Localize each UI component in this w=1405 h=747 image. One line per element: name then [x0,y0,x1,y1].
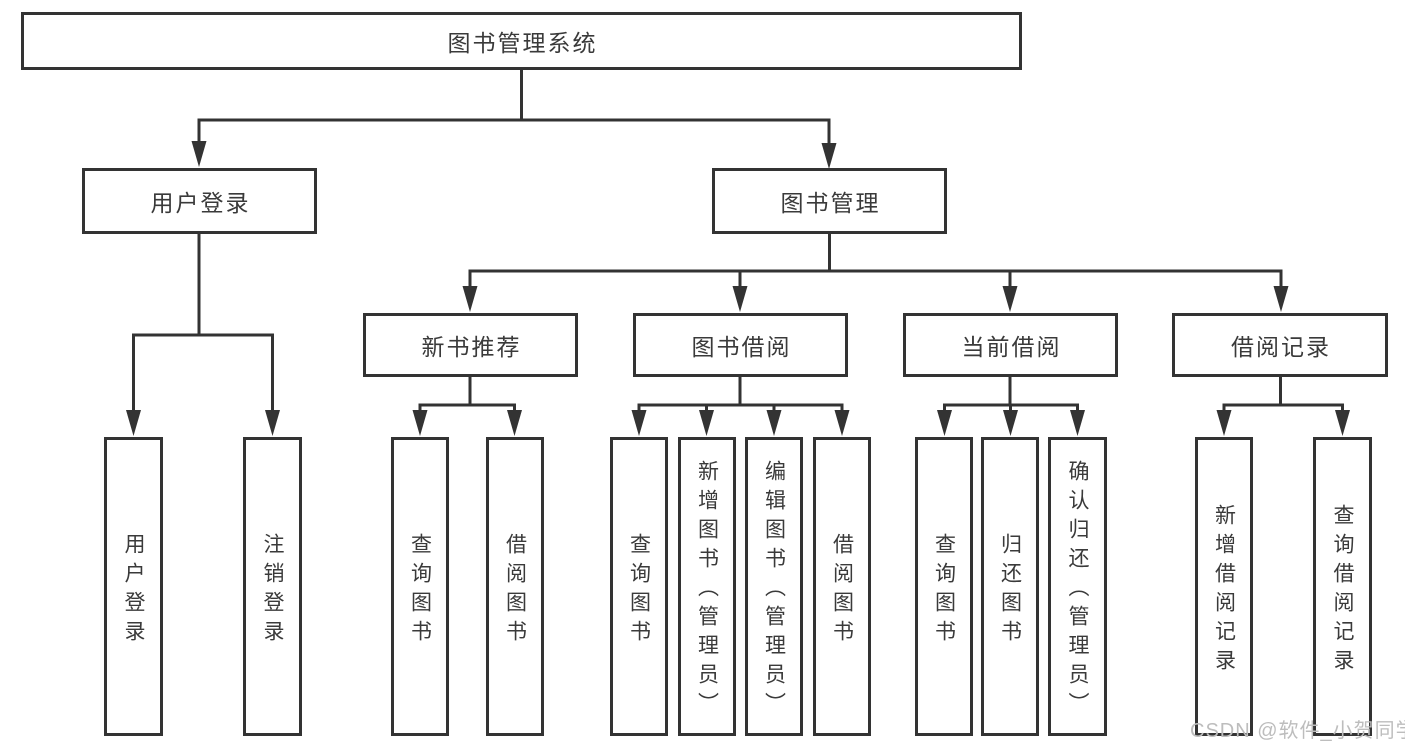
leaf-newbook-query-label: 查询图书 [408,532,432,649]
node-user-login-label: 用户登录 [150,190,251,216]
leaf-current-return-label: 归还图书 [998,532,1022,649]
node-current-borrow: 当前借阅 [903,313,1118,377]
leaf-logout: 注销登录 [243,437,302,736]
leaf-logout-label: 注销登录 [261,532,284,649]
leaf-newbook-borrow-label: 借阅图书 [503,532,527,649]
leaf-borrow-add-book: 新增图书（管理员） [678,437,736,736]
node-book-management: 图书管理 [712,168,947,234]
leaf-borrow-borrow-book: 借阅图书 [813,437,871,736]
leaf-current-confirm-return-label: 确认归还（管理员） [1066,460,1089,721]
leaf-current-query: 查询图书 [915,437,973,736]
node-book-borrow-label: 图书借阅 [691,334,792,360]
leaf-record-add-label: 新增借阅记录 [1212,503,1236,678]
node-new-book-recommend-label: 新书推荐 [421,334,522,360]
leaf-current-return: 归还图书 [981,437,1039,736]
leaf-borrow-edit-book: 编辑图书（管理员） [745,437,803,736]
leaf-newbook-query: 查询图书 [391,437,449,736]
node-borrow-records: 借阅记录 [1172,313,1388,377]
leaf-borrow-borrow-book-label: 借阅图书 [830,532,854,649]
leaf-record-query: 查询借阅记录 [1313,437,1372,736]
node-current-borrow-label: 当前借阅 [961,334,1062,360]
leaf-borrow-add-book-label: 新增图书（管理员） [695,460,719,721]
node-new-book-recommend: 新书推荐 [363,313,578,377]
leaf-record-add: 新增借阅记录 [1195,437,1253,736]
leaf-current-confirm-return: 确认归还（管理员） [1048,437,1107,736]
node-book-borrow: 图书借阅 [633,313,848,377]
node-book-management-label: 图书管理 [780,190,881,216]
leaf-borrow-edit-book-label: 编辑图书（管理员） [762,460,786,721]
node-root-label: 图书管理系统 [447,30,598,56]
node-user-login: 用户登录 [82,168,317,234]
csdn-watermark: CSDN @软件_小贺同学 [1190,720,1405,742]
leaf-borrow-query-label: 查询图书 [627,532,651,649]
leaf-newbook-borrow: 借阅图书 [486,437,544,736]
leaf-borrow-query: 查询图书 [610,437,668,736]
node-borrow-records-label: 借阅记录 [1231,334,1331,360]
leaf-current-query-label: 查询图书 [932,532,956,649]
leaf-user-login: 用户登录 [104,437,163,736]
leaf-record-query-label: 查询借阅记录 [1331,503,1354,678]
node-root: 图书管理系统 [21,12,1022,70]
leaf-user-login-label: 用户登录 [122,532,145,649]
